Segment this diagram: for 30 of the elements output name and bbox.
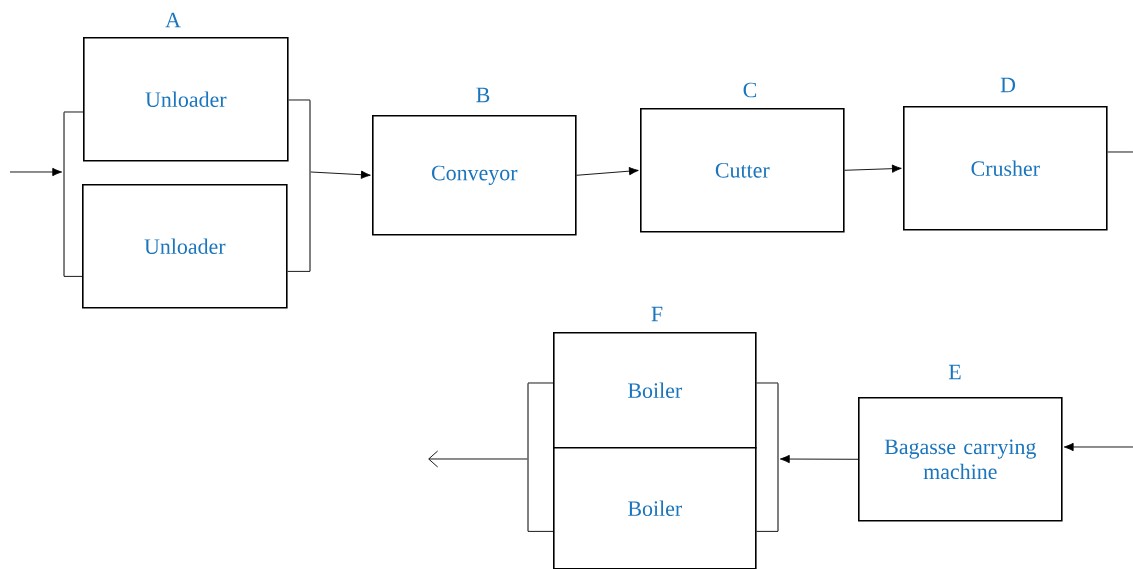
connector-line [63, 111, 84, 113]
process-box: Conveyor [372, 115, 577, 236]
process-box: Cutter [640, 108, 845, 233]
box-letter: E [948, 364, 961, 380]
connector-line [288, 99, 311, 101]
connector-line [756, 382, 779, 384]
box-letter: F [651, 306, 663, 322]
connector-line [1107, 151, 1133, 153]
process-box: Bagasse carrying machine [858, 397, 1063, 522]
arrow [9, 167, 63, 177]
arrow [779, 454, 859, 464]
connector-line [287, 270, 311, 272]
process-box: Crusher [903, 106, 1108, 231]
process-box: Unloader [82, 184, 288, 309]
connector-line [63, 275, 83, 277]
process-box: Boiler [553, 332, 757, 449]
arrow [310, 170, 371, 179]
box-letter: A [165, 12, 181, 28]
connector-line [756, 530, 779, 532]
arrow [1063, 442, 1133, 452]
box-letter: C [743, 82, 757, 98]
connector-line [527, 382, 554, 384]
connector-line [527, 530, 554, 532]
process-box: Boiler [553, 447, 757, 569]
box-letter: D [1000, 77, 1016, 93]
arrow [428, 450, 528, 468]
process-box: Unloader [83, 37, 289, 162]
box-letter: B [476, 87, 490, 103]
arrow [844, 164, 902, 173]
arrow [576, 167, 639, 176]
